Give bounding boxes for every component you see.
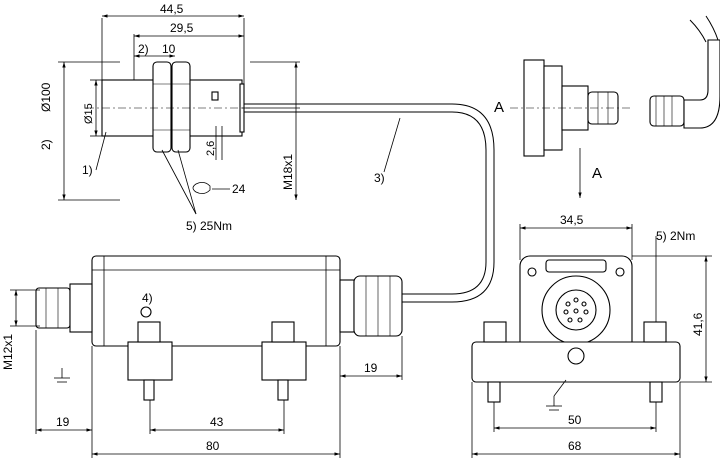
housing-dimensions: M12x1 19 19 43 80 — [1, 289, 403, 458]
end-view-dimensions: 34,5 5) 2Nm 41,6 50 68 — [471, 213, 712, 458]
dim-19-right: 19 — [364, 361, 378, 375]
connector-pins — [563, 297, 589, 323]
dim-19-left: 19 — [56, 415, 70, 429]
dim-phi15: Ø15 — [83, 103, 95, 124]
dim-m18: M18x1 — [281, 154, 295, 190]
view-a-label-bottom: A — [592, 165, 602, 182]
cable: 3) — [244, 103, 495, 303]
end-view — [471, 255, 681, 411]
wrench-24: 24 — [232, 182, 246, 196]
dim-44-5: 44,5 — [160, 2, 184, 16]
view-a-side: A A — [494, 59, 630, 198]
sensor-head — [86, 61, 300, 153]
note-2-side: 2) — [39, 139, 53, 150]
view-a-label-left: A — [494, 99, 504, 116]
dim-34-5: 34,5 — [560, 213, 584, 227]
dim-43: 43 — [210, 415, 224, 429]
note-1: 1) — [82, 163, 93, 177]
dim-80: 80 — [206, 439, 220, 453]
dim-10: 10 — [162, 42, 176, 56]
sensor-dimensions: 44,5 29,5 2) 10 Ø100 2) Ø15 1) 2,6 M18x1… — [39, 2, 300, 233]
dim-50: 50 — [568, 413, 582, 427]
angled-connector — [649, 15, 720, 129]
amplifier-housing: 4) — [35, 255, 403, 401]
dim-2-6: 2,6 — [205, 141, 217, 156]
note-3: 3) — [374, 171, 385, 185]
dim-29-5: 29,5 — [170, 21, 194, 35]
dim-m12: M12x1 — [1, 334, 15, 370]
note-2-top: 2) — [138, 42, 149, 56]
dim-68: 68 — [568, 439, 582, 453]
note-5-torque: 5) 25Nm — [186, 219, 232, 233]
dim-phi100: Ø100 — [39, 82, 53, 112]
note-5-2nm: 5) 2Nm — [656, 229, 695, 243]
dim-41-6: 41,6 — [691, 312, 705, 336]
note-4: 4) — [142, 291, 153, 305]
